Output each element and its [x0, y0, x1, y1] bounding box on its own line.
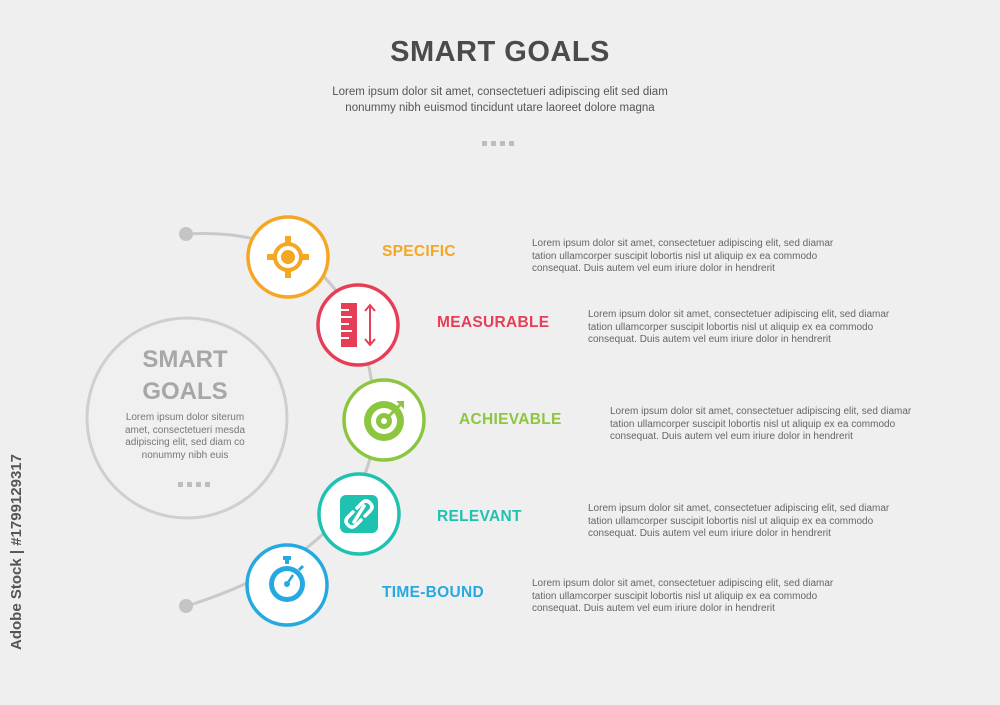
step-circle-measurable [316, 283, 400, 367]
step-description-achievable: Lorem ipsum dolor sit amet, consectetuer… [610, 406, 912, 442]
center-title-line2: GOALS [142, 378, 228, 405]
arc-end-dot [179, 599, 193, 613]
stock-id-watermark: Adobe Stock | #1799129317 [8, 454, 25, 650]
intro-text: Lorem ipsum dolor sit amet, consectetuer… [332, 86, 668, 114]
page-title: SMART GOALS [390, 36, 610, 68]
step-circle-specific [246, 215, 330, 299]
step-circle-relevant [317, 472, 401, 556]
ruler-measure-icon [341, 303, 376, 347]
center-circle [85, 316, 289, 520]
crosshair-target-icon [267, 236, 309, 278]
step-description-relevant: Lorem ipsum dolor sit amet, consectetuer… [588, 503, 890, 539]
link-chain-icon [340, 495, 378, 533]
center-dots-divider [178, 482, 210, 487]
step-description-specific: Lorem ipsum dolor sit amet, consectetuer… [532, 238, 834, 274]
step-label-relevant: RELEVANT [437, 508, 522, 525]
center-description: Lorem ipsum dolor siterum amet, consecte… [124, 412, 246, 461]
center-title: SMART GOALS [105, 344, 265, 408]
header-dots-divider [482, 141, 514, 146]
step-label-measurable: MEASURABLE [437, 314, 550, 331]
step-label-time-bound: TIME-BOUND [382, 584, 485, 601]
arc-start-dot [179, 227, 193, 241]
step-circle-achievable [342, 378, 426, 462]
center-title-line1: SMART [142, 346, 228, 373]
step-circle-time-bound [245, 543, 329, 627]
step-label-achievable: ACHIEVABLE [459, 411, 562, 428]
step-label-specific: SPECIFIC [382, 243, 456, 260]
target-arrow-icon [364, 401, 404, 441]
stopwatch-icon [269, 556, 305, 602]
step-description-time-bound: Lorem ipsum dolor sit amet, consectetuer… [532, 578, 834, 614]
step-description-measurable: Lorem ipsum dolor sit amet, consectetuer… [588, 309, 890, 345]
